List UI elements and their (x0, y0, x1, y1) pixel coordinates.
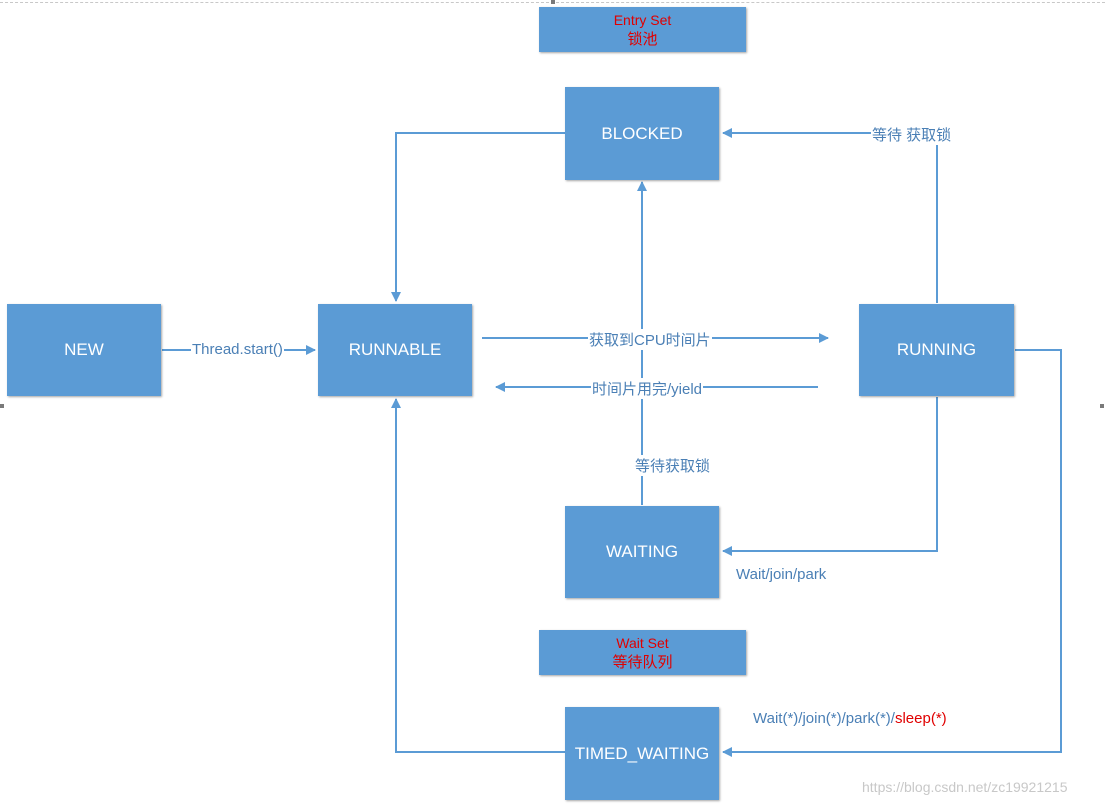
label-timed-sleep: sleep(*) (894, 710, 947, 727)
state-running: RUNNING (859, 304, 1014, 396)
label-wait-join-park: Wait/join/park (736, 566, 827, 583)
entry-set-box: Entry Set 锁池 (539, 7, 746, 52)
state-runnable: RUNNABLE (318, 304, 472, 396)
state-waiting: WAITING (565, 506, 719, 598)
state-blocked-label: BLOCKED (601, 123, 683, 143)
arrow-running-to-blocked (722, 128, 938, 303)
state-timed-waiting-label: TIMED_WAITING (574, 743, 710, 763)
state-timed-waiting: TIMED_WAITING (565, 707, 719, 800)
canvas-handle-top (551, 0, 555, 4)
label-timed-prefix: Wait(*)/join(*)/park(*)/ (753, 710, 895, 727)
arrow-running-to-timed-waiting (722, 349, 1062, 757)
arrow-timed-waiting-to-runnable (391, 398, 565, 753)
state-waiting-label: WAITING (605, 542, 679, 561)
entry-set-subtitle: 锁池 (627, 30, 658, 48)
arrow-blocked-to-runnable (391, 132, 565, 302)
wait-set-title: Wait Set (616, 634, 669, 651)
state-blocked: BLOCKED (565, 87, 719, 180)
state-new-label: NEW (64, 340, 104, 359)
entry-set-title: Entry Set (613, 11, 672, 28)
label-wait-lock-blocked: 等待 获取锁 (871, 124, 953, 145)
label-thread-start: Thread.start() (191, 341, 284, 358)
canvas-handle-right (1100, 404, 1104, 408)
watermark-text: https://blog.csdn.net/zc19921215 (862, 779, 1068, 795)
arrow-running-to-waiting (722, 397, 938, 556)
wait-set-box: Wait Set 等待队列 (539, 630, 746, 675)
label-yield: 时间片用完/yield (591, 378, 704, 399)
label-wait-lock-waiting: 等待获取锁 (634, 455, 712, 476)
state-runnable-label: RUNNABLE (348, 340, 442, 359)
label-get-cpu: 获取到CPU时间片 (588, 329, 712, 350)
canvas-handle-left (0, 404, 4, 408)
state-running-label: RUNNING (896, 340, 977, 359)
wait-set-subtitle: 等待队列 (612, 653, 673, 671)
label-timed-methods: Wait(*)/join(*)/park(*)/sleep(*) (753, 710, 947, 727)
state-new: NEW (7, 304, 161, 396)
